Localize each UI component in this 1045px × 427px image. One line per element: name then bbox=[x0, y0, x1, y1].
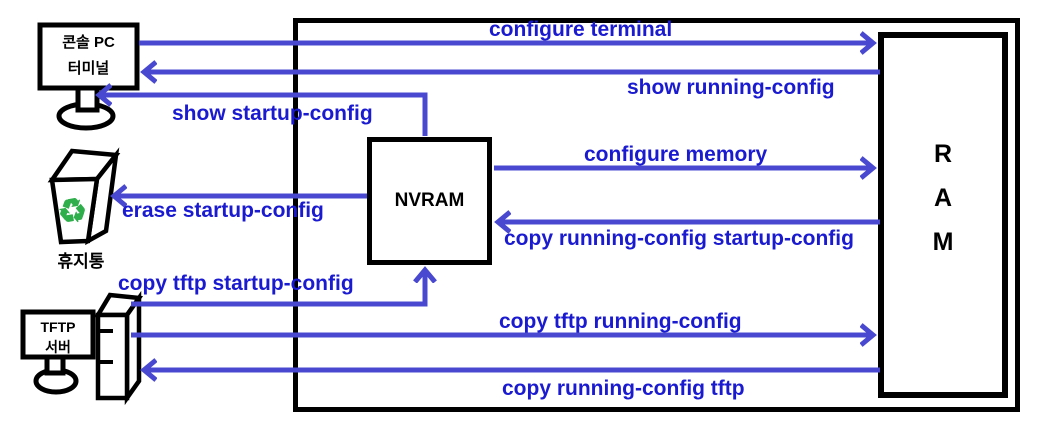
tftp-label: TFTP 서버 bbox=[23, 317, 93, 358]
console-label: 콘솔 PC 터미널 bbox=[40, 30, 137, 83]
command-label-configure-terminal: configure terminal bbox=[489, 18, 673, 41]
ram-letter: M bbox=[932, 227, 954, 256]
console-label-line1: 콘솔 PC bbox=[62, 34, 115, 51]
tftp-monitor-icon bbox=[20, 309, 96, 395]
command-label-copy-running-config-startup-config: copy running-config startup-config bbox=[504, 227, 854, 250]
ram-box: R A M bbox=[878, 32, 1008, 398]
nvram-box: NVRAM bbox=[367, 137, 492, 265]
nvram-label: NVRAM bbox=[394, 190, 465, 211]
tftp-label-line1: TFTP bbox=[40, 319, 76, 335]
router-chassis-box bbox=[293, 18, 1020, 412]
command-label-erase-startup-config: erase startup-config bbox=[122, 199, 324, 222]
console-monitor-icon bbox=[37, 22, 140, 131]
recycle-icon: ♻ bbox=[54, 190, 90, 232]
trash-label: 휴지통 bbox=[57, 252, 105, 271]
ram-letter: R bbox=[933, 139, 953, 168]
tftp-tower-icon bbox=[94, 290, 144, 406]
ram-letter: A bbox=[933, 183, 953, 212]
tftp-label-line2: 서버 bbox=[45, 339, 71, 356]
command-label-configure-memory: configure memory bbox=[584, 143, 768, 166]
console-label-line2: 터미널 bbox=[67, 60, 110, 78]
command-label-copy-tftp-running-config: copy tftp running-config bbox=[499, 310, 742, 333]
command-label-show-startup-config: show startup-config bbox=[172, 102, 373, 125]
arrow-copy-tftp-startup-config bbox=[131, 272, 425, 307]
trash-bin-icon: ♻ bbox=[47, 147, 121, 246]
command-label-copy-tftp-startup-config: copy tftp startup-config bbox=[118, 272, 354, 295]
arrow-show-startup-config bbox=[101, 95, 428, 136]
command-label-show-running-config: show running-config bbox=[627, 76, 835, 99]
command-label-copy-running-config-tftp: copy running-config tftp bbox=[502, 377, 745, 400]
